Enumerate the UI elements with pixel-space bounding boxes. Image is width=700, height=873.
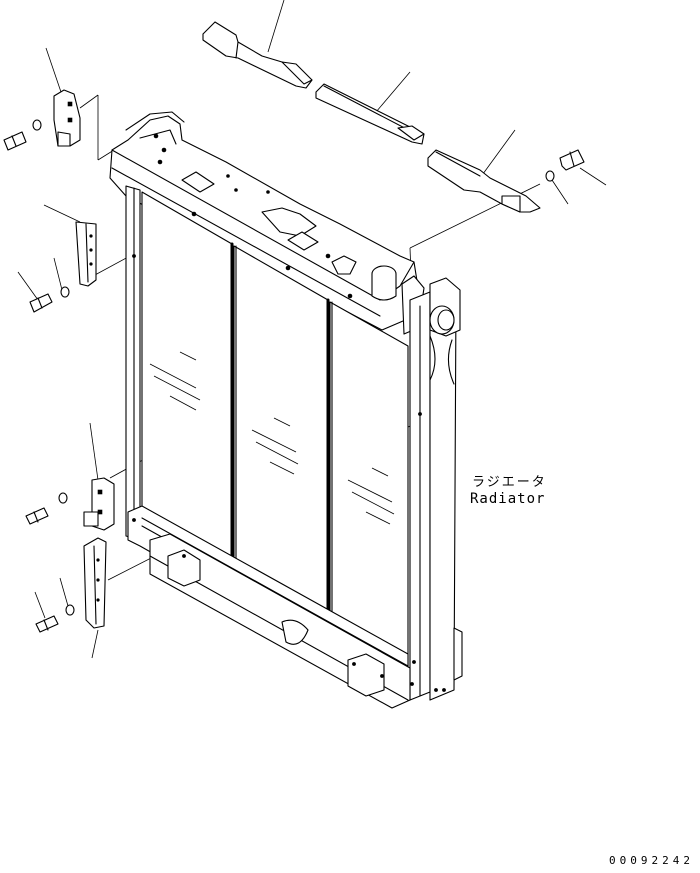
radiator-label-en: Radiator	[470, 491, 546, 507]
radiator-label-jp: ラジエータ	[472, 475, 547, 490]
top-cover-right	[427, 149, 541, 213]
bracket-left-lower	[83, 477, 115, 531]
mounting-holes	[132, 133, 446, 692]
seal-strip-left-upper	[75, 221, 97, 287]
top-cover-middle	[315, 83, 425, 145]
bracket-top-left	[53, 89, 81, 147]
bolt-left-upper	[29, 286, 70, 313]
glass-reflections	[149, 351, 395, 525]
bolt-top-left	[3, 119, 42, 151]
radiator-assembly	[109, 111, 463, 709]
seal-strip-left-lower	[83, 537, 107, 629]
bolt-left-lower	[35, 604, 75, 633]
bolt-top-right	[545, 149, 585, 182]
top-cover-left	[202, 21, 313, 89]
bolt-left-middle	[25, 492, 68, 525]
drawing-number: 00092242	[609, 854, 694, 867]
